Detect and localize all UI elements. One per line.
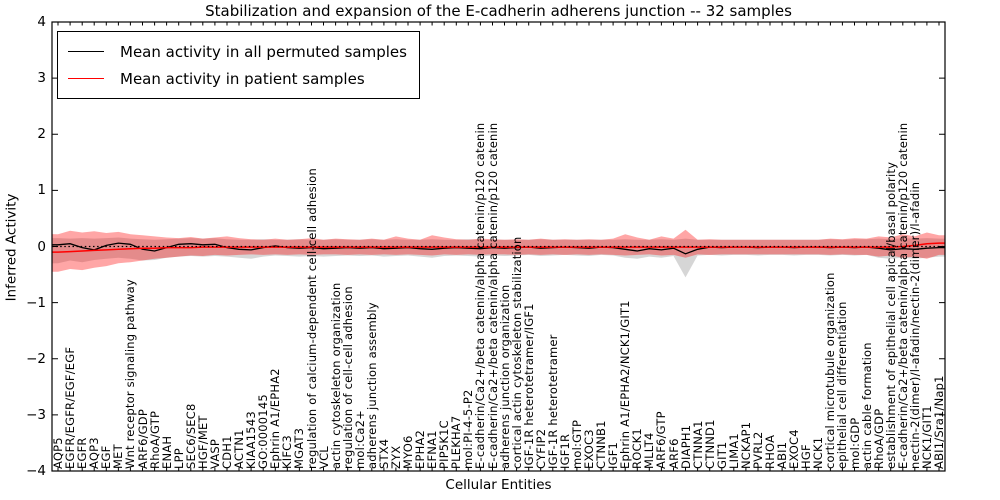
- x-tick-label: IGF-1R heterotetramer/IGF1: [521, 303, 536, 469]
- y-tick-label: −3: [26, 406, 46, 423]
- x-tick-label: GIT1: [714, 441, 729, 469]
- x-axis-title: Cellular Entities: [445, 477, 552, 493]
- x-tick-label: ARF6/GDP: [135, 409, 150, 469]
- patient-mean-line: [51, 242, 946, 253]
- x-tick-label: ARF6/GTP: [654, 411, 669, 469]
- y-tick-label: 3: [37, 70, 46, 87]
- x-tick-label: CYFIP2: [533, 428, 548, 469]
- x-tick-label: nectin-2(dimer)/l-afadin/nectin-2(dimer)…: [907, 181, 922, 469]
- x-tick-label: LIMA1: [726, 433, 741, 469]
- x-tick-label: mol:GDP: [847, 417, 862, 469]
- x-tick-label: regulation of cell-cell adhesion: [340, 286, 355, 469]
- x-tick-label: establishment of epithelial cell apical/…: [883, 161, 898, 469]
- x-tick-label: DIAPH1: [678, 424, 693, 469]
- legend-item: Mean activity in patient samples: [68, 65, 407, 92]
- x-tick-label: LPP: [171, 448, 186, 469]
- y-tick-label: 2: [37, 126, 46, 143]
- x-tick-label: HGF/MET: [195, 415, 210, 469]
- x-tick-label: IGF-1R heterotetramer: [545, 334, 560, 469]
- x-tick-label: actin cable formation: [859, 342, 874, 469]
- x-tick-label: CTNNA1: [690, 420, 705, 469]
- x-tick-label: MGAT3: [292, 427, 307, 469]
- x-tick-label: RhoA/GDP: [871, 408, 886, 469]
- legend-line-sample: [68, 78, 104, 79]
- y-axis-title: Inferred Activity: [3, 193, 20, 302]
- legend-label: Mean activity in patient samples: [120, 69, 365, 88]
- patient-std-band: [52, 229, 945, 272]
- legend-line-sample: [68, 51, 104, 52]
- y-tick-label: 4: [37, 14, 46, 30]
- x-tick-label: E-cadherin/Ca2+/beta catenin/alpha caten…: [485, 122, 500, 469]
- y-tick-label: −2: [26, 350, 46, 367]
- x-tick-label: Wnt receptor signaling pathway: [123, 279, 138, 469]
- y-tick-label: 0: [37, 238, 46, 255]
- chart-title: Stabilization and expansion of the E-cad…: [205, 2, 792, 20]
- x-tick-label: ABI1/Sra1/Nap1: [932, 375, 946, 469]
- legend-label: Mean activity in all permuted samples: [120, 42, 407, 61]
- axis-ticks: [52, 21, 945, 472]
- x-tick-label: epithelial cell differentiation: [835, 301, 850, 469]
- x-tick-label: adherens junction assembly: [364, 302, 379, 469]
- y-tick-label: 1: [37, 182, 46, 199]
- legend-item: Mean activity in all permuted samples: [68, 38, 407, 65]
- y-tick-label: −4: [26, 463, 46, 479]
- x-tick-label: actin cytoskeleton organization: [328, 282, 343, 469]
- x-tick-label: adherens junction organization: [497, 284, 512, 469]
- x-tick-label: ENAH: [159, 435, 174, 469]
- x-tick-label: regulation of calcium-dependent cell-cel…: [304, 168, 319, 469]
- x-tick-label: E-cadherin/Ca2+/beta catenin/alpha caten…: [895, 122, 910, 469]
- x-tick-label: ARF6: [666, 438, 681, 469]
- x-tick-label: SEC6/SEC8: [183, 403, 198, 470]
- x-tick-label: E-cadherin/Ca2+/beta catenin/alpha caten…: [473, 122, 488, 469]
- x-tick-label: CTNND1: [702, 419, 717, 469]
- x-tick-label: cortical actin cytoskeleton stabilizatio…: [509, 236, 524, 469]
- x-tick-label: RhoA/GTP: [147, 410, 162, 469]
- y-tick-label: −1: [26, 294, 46, 311]
- x-tick-label: mol:Ca2+: [352, 410, 367, 469]
- x-tick-label: VCL: [316, 446, 331, 469]
